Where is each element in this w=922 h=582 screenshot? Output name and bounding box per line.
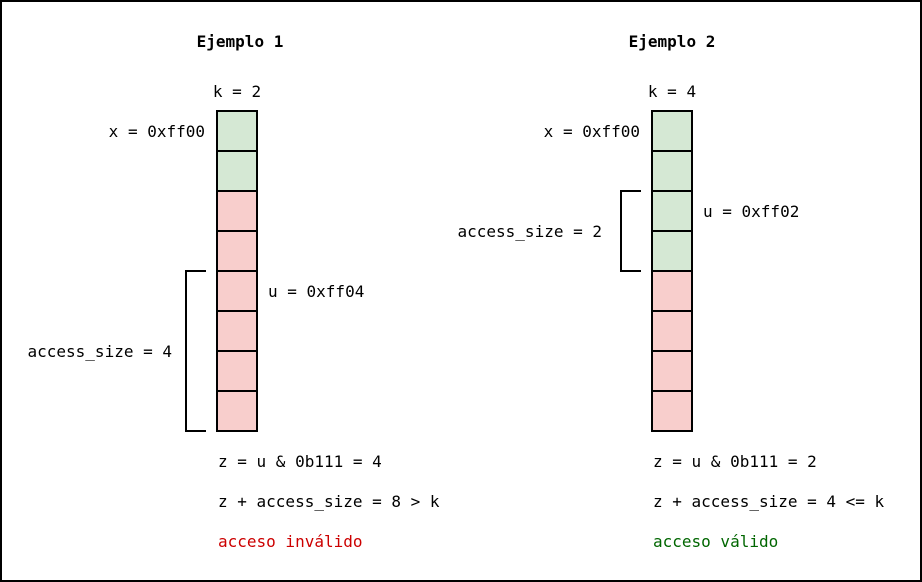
memory-cell: [216, 190, 258, 232]
example-2-k-label: k = 4: [648, 82, 696, 101]
example-1-check-line: z + access_size = 8 > k: [218, 492, 440, 511]
memory-cell: [216, 390, 258, 432]
example-2-access-size-label: access_size = 2: [458, 222, 603, 241]
example-2-access-bracket: [620, 190, 641, 272]
memory-cell: [216, 350, 258, 392]
memory-cell: [651, 230, 693, 272]
memory-cell: [651, 110, 693, 152]
memory-cell: [651, 190, 693, 232]
example-1-result: acceso inválido: [218, 532, 363, 551]
memory-cell: [651, 270, 693, 312]
example-2-check-line: z + access_size = 4 <= k: [653, 492, 885, 511]
example-2-u-label: u = 0xff02: [703, 202, 799, 221]
example-2-x-label: x = 0xff00: [544, 122, 640, 141]
example-2-result: acceso válido: [653, 532, 778, 551]
memory-cell: [651, 350, 693, 392]
memory-cell: [216, 230, 258, 272]
memory-cell: [651, 150, 693, 192]
memory-cell: [216, 110, 258, 152]
example-1-title: Ejemplo 1: [197, 32, 284, 51]
example-2-title: Ejemplo 2: [629, 32, 716, 51]
example-2-memory-cells: [651, 110, 693, 432]
memory-cell: [216, 150, 258, 192]
example-1-z-line: z = u & 0b111 = 4: [218, 452, 382, 471]
memory-cell: [216, 310, 258, 352]
example-1-u-label: u = 0xff04: [268, 282, 364, 301]
memory-cell: [651, 390, 693, 432]
example-2: Ejemplo 2 k = 4 x = 0xff00 u = 0xff02 ac…: [458, 32, 885, 551]
memory-cell: [651, 310, 693, 352]
example-1-k-label: k = 2: [213, 82, 261, 101]
example-1-access-size-label: access_size = 4: [28, 342, 173, 361]
example-1: Ejemplo 1 k = 2 x = 0xff00 u = 0xff04 ac…: [28, 32, 440, 551]
example-2-z-line: z = u & 0b111 = 2: [653, 452, 817, 471]
example-1-memory-cells: [216, 110, 258, 432]
example-1-x-label: x = 0xff00: [109, 122, 205, 141]
example-1-access-bracket: [185, 270, 206, 432]
memory-cell: [216, 270, 258, 312]
